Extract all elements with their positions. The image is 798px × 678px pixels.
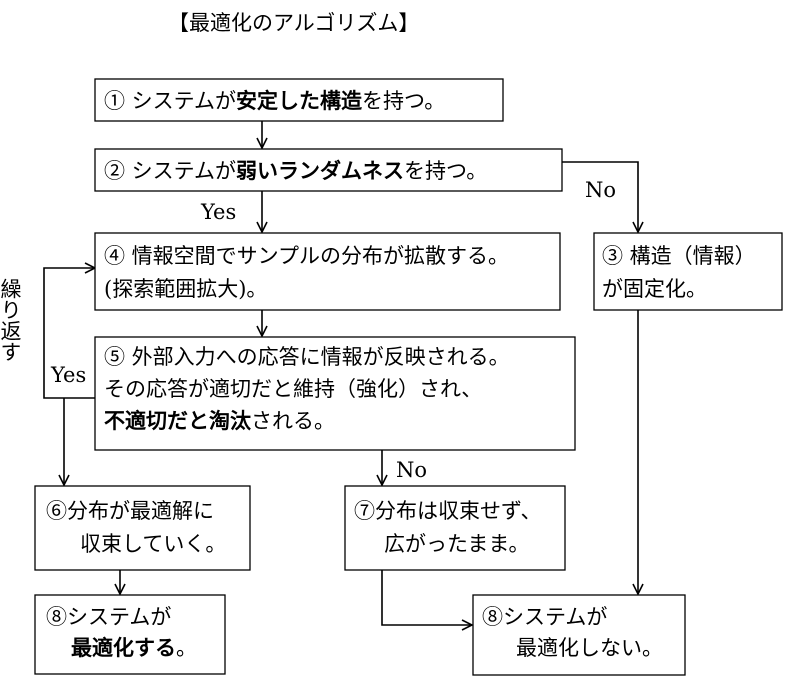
node-4-text: ④ 情報空間でサンプルの分布が拡散する。 (探索範囲拡大)。	[104, 244, 509, 301]
node-4-box	[94, 232, 561, 311]
n2-line-0-seg-1: 弱いランダムネス	[236, 159, 404, 183]
node-1-text: ① システムが安定した構造を持つ。	[104, 89, 445, 113]
n5-line-2-seg-0: 不適切だと淘汰	[104, 409, 252, 433]
node-8b-text: ⑧システムが最適化しない。	[482, 605, 663, 660]
diagram-title: 【最適化のアルゴリズム】	[168, 11, 419, 35]
n5-line-1-seg-0: その応答が適切だと維持（強化）され、	[104, 377, 482, 401]
node-7-text: ⑦分布は収束せず、広がったまま。	[354, 499, 542, 556]
label-yes-top: Yes	[200, 200, 236, 224]
node-8a-box	[34, 594, 226, 675]
n5-line-0-seg-0: ⑤ 外部入力への応答に情報が反映される。	[104, 345, 510, 369]
arrow-7-to-8b	[381, 570, 472, 625]
n8a-line-1-seg-0: 最適化する	[71, 636, 176, 660]
node-6-box	[34, 485, 251, 571]
n4-line-1-seg-0: (探索範囲拡大)。	[104, 277, 267, 301]
n7-line-1-seg-0: 広がったまま。	[384, 532, 530, 556]
n8a-line-0-seg-0: ⑧システムが	[46, 605, 171, 629]
n3-line-0-seg-0: ③ 構造（情報）	[602, 244, 756, 268]
node-3-text: ③ 構造（情報） が固定化。	[602, 244, 756, 301]
n8a-line-1-seg-1: 。	[176, 636, 197, 660]
n1-line-0-seg-0: ① システムが	[104, 89, 236, 113]
n7-line-0-seg-0: ⑦分布は収束せず、	[354, 499, 542, 523]
n4-line-0-seg-0: ④ 情報空間でサンプルの分布が拡散する。	[104, 244, 509, 268]
arrow-2-to-3	[562, 161, 638, 232]
n6-line-0-seg-0: ⑥分布が最適解に	[46, 499, 214, 523]
node-8b-box	[472, 594, 686, 676]
n2-line-0-seg-2: を持つ。	[404, 159, 487, 183]
node-2-text: ② システムが弱いランダムネスを持つ。	[104, 159, 487, 183]
node-1-box	[94, 78, 504, 122]
n3-line-1-seg-0: が固定化。	[602, 277, 707, 301]
node-2-box	[94, 148, 563, 192]
node-6-text: ⑥分布が最適解に収束していく。	[46, 499, 226, 556]
node-3-box	[593, 232, 783, 311]
n8b-line-0-seg-0: ⑧システムが	[482, 605, 607, 629]
node-7-box	[344, 485, 566, 571]
label-no-right: No	[585, 178, 616, 202]
n8b-line-1-seg-0: 最適化しない。	[516, 636, 663, 660]
label-no-mid: No	[396, 458, 427, 482]
label-yes-left: Yes	[50, 363, 86, 387]
n5-line-2-seg-1: される。	[251, 409, 335, 433]
n1-line-0-seg-2: を持つ。	[362, 89, 445, 113]
n1-line-0-seg-1: 安定した構造	[236, 89, 363, 113]
label-repeat: 繰り返す	[0, 278, 22, 362]
n6-line-1-seg-0: 収束していく。	[80, 532, 226, 556]
node-5-text: ⑤ 外部入力への応答に情報が反映される。その応答が適切だと維持（強化）され、不適…	[104, 345, 510, 433]
n2-line-0-seg-0: ② システムが	[104, 159, 236, 183]
arrow-repeat-loop	[43, 268, 95, 399]
node-8a-text: ⑧システムが最適化する。	[46, 605, 197, 660]
node-5-box	[94, 336, 576, 451]
